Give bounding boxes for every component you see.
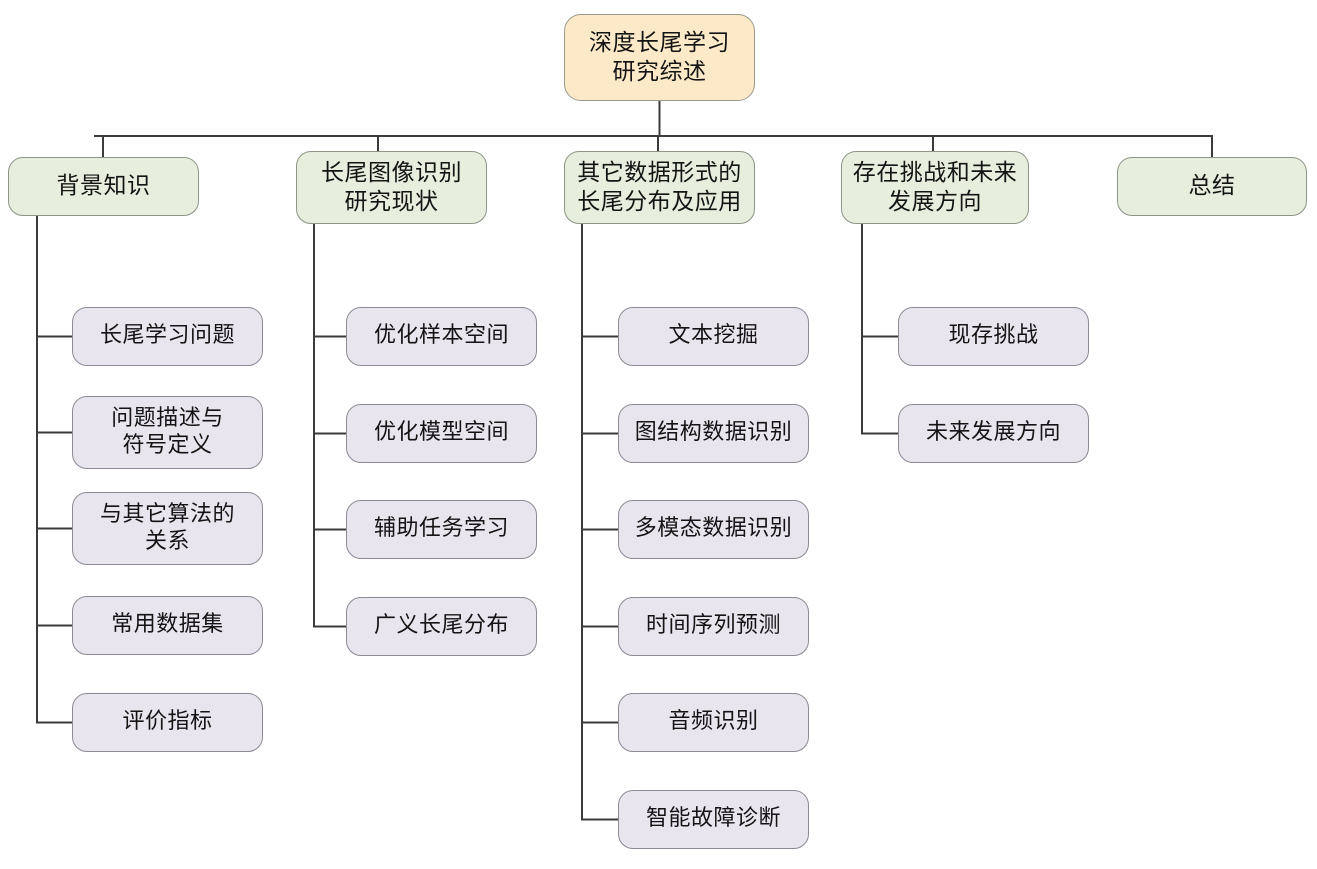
child-node-background-knowledge-2[interactable]: 与其它算法的 关系 bbox=[72, 492, 263, 565]
child-node-challenges-and-future-1[interactable]: 未来发展方向 bbox=[898, 404, 1089, 463]
branch-node-challenges-and-future[interactable]: 存在挑战和未来 发展方向 bbox=[841, 151, 1029, 224]
child-node-other-data-forms-1[interactable]: 图结构数据识别 bbox=[618, 404, 809, 463]
root-node-title[interactable]: 深度长尾学习 研究综述 bbox=[564, 14, 755, 101]
branch-node-background-knowledge[interactable]: 背景知识 bbox=[8, 157, 199, 216]
child-node-background-knowledge-4[interactable]: 评价指标 bbox=[72, 693, 263, 752]
branch-node-conclusion[interactable]: 总结 bbox=[1117, 157, 1307, 216]
branch-node-other-data-forms[interactable]: 其它数据形式的 长尾分布及应用 bbox=[564, 151, 755, 224]
child-node-long-tail-image-recognition-1[interactable]: 优化模型空间 bbox=[346, 404, 537, 463]
child-node-long-tail-image-recognition-2[interactable]: 辅助任务学习 bbox=[346, 500, 537, 559]
child-node-other-data-forms-2[interactable]: 多模态数据识别 bbox=[618, 500, 809, 559]
child-node-other-data-forms-3[interactable]: 时间序列预测 bbox=[618, 597, 809, 656]
child-node-other-data-forms-4[interactable]: 音频识别 bbox=[618, 693, 809, 752]
child-node-background-knowledge-1[interactable]: 问题描述与 符号定义 bbox=[72, 396, 263, 469]
child-node-other-data-forms-0[interactable]: 文本挖掘 bbox=[618, 307, 809, 366]
child-node-background-knowledge-3[interactable]: 常用数据集 bbox=[72, 596, 263, 655]
child-node-other-data-forms-5[interactable]: 智能故障诊断 bbox=[618, 790, 809, 849]
branch-node-long-tail-image-recognition[interactable]: 长尾图像识别 研究现状 bbox=[296, 151, 487, 224]
child-node-challenges-and-future-0[interactable]: 现存挑战 bbox=[898, 307, 1089, 366]
child-node-long-tail-image-recognition-0[interactable]: 优化样本空间 bbox=[346, 307, 537, 366]
child-node-background-knowledge-0[interactable]: 长尾学习问题 bbox=[72, 307, 263, 366]
child-node-long-tail-image-recognition-3[interactable]: 广义长尾分布 bbox=[346, 597, 537, 656]
